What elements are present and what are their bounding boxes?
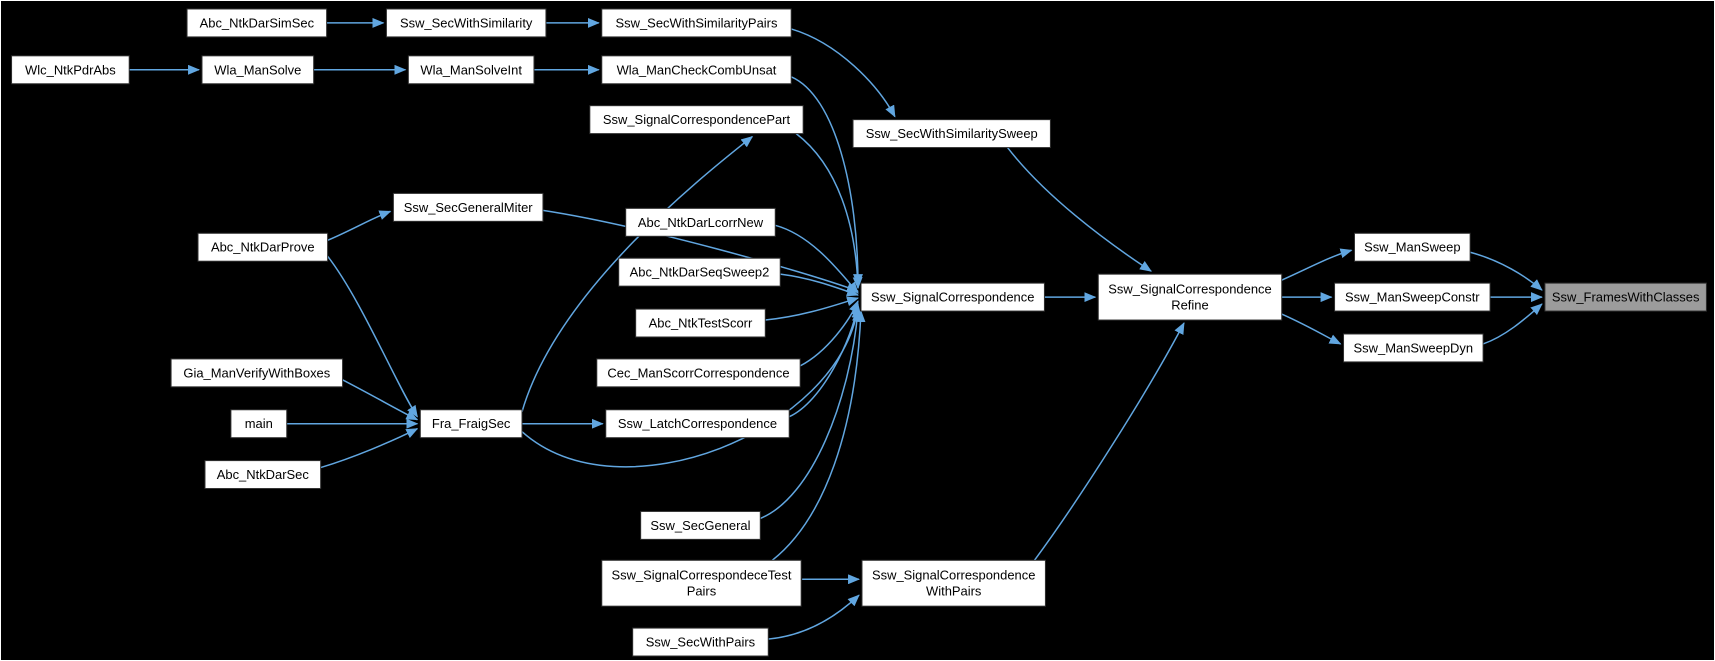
node-fra_fraigsec[interactable]: Fra_FraigSec — [419, 409, 523, 439]
edge-abc_ntktestscorr--ssw_signalcorrespondence — [765, 296, 859, 321]
node-label: Ssw_SecWithSimilarityPairs — [616, 15, 778, 30]
node-ssw_secgeneral[interactable]: Ssw_SecGeneral — [640, 510, 761, 540]
node-label: Ssw_SecWithPairs — [646, 635, 756, 650]
node-abc_ntkdarlcorrnew[interactable]: Abc_NtkDarLcorrNew — [625, 207, 776, 237]
node-ssw_secwithsimilarity[interactable]: Ssw_SecWithSimilarity — [385, 8, 547, 38]
edge-fra_fraigsec--ssw_signalcorrespondencepart — [521, 135, 754, 412]
node-label: Ssw_FramesWithClasses — [1552, 290, 1700, 305]
node-ssw_mansweep[interactable]: Ssw_ManSweep — [1353, 232, 1471, 262]
edge-fra_fraigsec--ssw_signalcorrespondence — [521, 306, 862, 468]
edge-ssw_secwithsimilaritypairs--ssw_secwithsimilaritysweep — [790, 28, 896, 118]
node-ssw_frameswithclasses: Ssw_FramesWithClasses — [1544, 282, 1707, 312]
node-label: Ssw_ManSweepConstr — [1345, 290, 1480, 305]
node-label: Ssw_SecWithSimilaritySweep — [866, 126, 1038, 141]
node-label: Ssw_SignalCorrespondence — [1108, 282, 1271, 297]
edge-wla_mancheckcombunsat--ssw_signalcorrespondence — [790, 76, 863, 287]
node-wla_mansolve[interactable]: Wla_ManSolve — [201, 55, 315, 85]
edge-ssw_signalcorrespondencerefine--ssw_mansweepdyn — [1281, 313, 1342, 345]
node-gia_manverifywithboxes[interactable]: Gia_ManVerifyWithBoxes — [170, 358, 344, 388]
node-ssw_secwithpairs[interactable]: Ssw_SecWithPairs — [632, 627, 769, 657]
node-label: Wlc_NtkPdrAbs — [25, 62, 116, 77]
node-label: Abc_NtkDarSimSec — [200, 15, 315, 30]
node-wlc_ntkpdrabs[interactable]: Wlc_NtkPdrAbs — [11, 55, 130, 85]
node-label: Wla_ManCheckCombUnsat — [617, 62, 777, 77]
node-ssw_secwithsimilaritypairs[interactable]: Ssw_SecWithSimilarityPairs — [601, 8, 792, 38]
node-abc_ntkdarseqsweep2[interactable]: Abc_NtkDarSeqSweep2 — [618, 257, 781, 287]
node-label: Ssw_SignalCorrespondencePart — [603, 112, 791, 127]
edge-ssw_secwithsimilaritysweep--ssw_signalcorrespondencerefine — [1006, 147, 1152, 272]
node-ssw_secwithsimilaritysweep[interactable]: Ssw_SecWithSimilaritySweep — [852, 119, 1051, 149]
node-ssw_latchcorrespondence[interactable]: Ssw_LatchCorrespondence — [605, 409, 790, 439]
node-label: Fra_FraigSec — [432, 416, 511, 431]
node-ssw_signalcorrespondencepart[interactable]: Ssw_SignalCorrespondencePart — [589, 105, 804, 135]
node-label: Abc_NtkDarLcorrNew — [638, 215, 764, 230]
node-cec_manscorrcorrespondence[interactable]: Cec_ManScorrCorrespondence — [596, 358, 801, 388]
node-abc_ntkdarsimsec[interactable]: Abc_NtkDarSimSec — [186, 8, 328, 38]
edge-abc_ntkdarprove--fra_fraigsec — [327, 255, 418, 418]
edge-ssw_signalcorrespondencewithpairs--ssw_signalcorrespondencerefine — [1033, 322, 1185, 561]
node-label: Ssw_SecGeneralMiter — [404, 200, 534, 215]
edge-abc_ntkdarsec--fra_fraigsec — [320, 428, 419, 469]
edge-ssw_mansweep--ssw_frameswithclasses — [1469, 251, 1543, 291]
node-label: Ssw_SecGeneral — [650, 518, 750, 533]
node-label: Wla_ManSolve — [214, 62, 301, 77]
node-wla_mansolveint[interactable]: Wla_ManSolveInt — [407, 55, 535, 85]
node-label: Abc_NtkDarProve — [211, 240, 315, 255]
node-label: Ssw_SignalCorrespondence — [872, 568, 1035, 583]
node-label: Ssw_LatchCorrespondence — [618, 416, 777, 431]
edge-abc_ntkdarprove--ssw_secgeneralmiter — [327, 210, 392, 241]
node-abc_ntkdarprove[interactable]: Abc_NtkDarProve — [197, 232, 329, 262]
node-ssw_mansweepconstr[interactable]: Ssw_ManSweepConstr — [1334, 282, 1491, 312]
node-label: Abc_NtkDarSec — [217, 467, 310, 482]
node-abc_ntkdarsec[interactable]: Abc_NtkDarSec — [204, 460, 322, 490]
node-label: Abc_NtkDarSeqSweep2 — [630, 265, 770, 280]
node-main[interactable]: main — [230, 409, 288, 439]
edge-ssw_secwithpairs--ssw_signalcorrespondencewithpairs — [768, 594, 860, 640]
node-ssw_mansweepdyn[interactable]: Ssw_ManSweepDyn — [1343, 333, 1484, 363]
node-label: Pairs — [687, 584, 717, 599]
node-label: Ssw_ManSweepDyn — [1354, 340, 1474, 355]
node-label: Ssw_SignalCorrespondence — [871, 290, 1034, 305]
node-label: Ssw_SecWithSimilarity — [400, 15, 533, 30]
node-label: Cec_ManScorrCorrespondence — [607, 365, 789, 380]
node-wla_mancheckcombunsat[interactable]: Wla_ManCheckCombUnsat — [601, 55, 792, 85]
node-label: Ssw_ManSweep — [1364, 240, 1460, 255]
edges-layer — [129, 17, 1543, 640]
node-label: Wla_ManSolveInt — [420, 62, 522, 77]
edge-ssw_signalcorrespondencepart--ssw_signalcorrespondence — [795, 133, 863, 290]
node-label: Ssw_SignalCorrespondeceTest — [611, 568, 791, 583]
edge-abc_ntkdarseqsweep2--ssw_signalcorrespondence — [780, 273, 859, 297]
edge-abc_ntkdarlcorrnew--ssw_signalcorrespondence — [775, 224, 859, 294]
edge-ssw_mansweepdyn--ssw_frameswithclasses — [1482, 303, 1543, 345]
edge-ssw_signalcorrespondencerefine--ssw_mansweep — [1281, 248, 1353, 281]
edge-ssw_signalcorrespondecetestpairs--ssw_signalcorrespondence — [771, 310, 866, 561]
node-ssw_signalcorrespondence[interactable]: Ssw_SignalCorrespondence — [860, 282, 1045, 312]
node-label: Abc_NtkTestScorr — [649, 316, 753, 331]
node-label: WithPairs — [926, 584, 982, 599]
edge-gia_manverifywithboxes--fra_fraigsec — [342, 379, 419, 421]
node-abc_ntktestscorr[interactable]: Abc_NtkTestScorr — [635, 308, 766, 338]
edge-ssw_secgeneralmiter--ssw_signalcorrespondence — [542, 209, 859, 293]
node-label: Gia_ManVerifyWithBoxes — [183, 365, 330, 380]
node-ssw_secgeneralmiter[interactable]: Ssw_SecGeneralMiter — [392, 192, 544, 222]
node-label: Refine — [1171, 298, 1208, 313]
node-label: main — [245, 416, 273, 431]
edge-ssw_secgeneral--ssw_signalcorrespondence — [760, 309, 862, 520]
